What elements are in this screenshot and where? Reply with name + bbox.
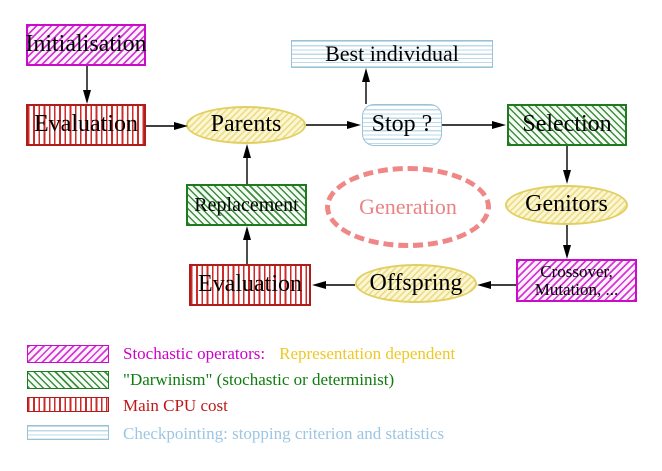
- node-stop: Stop ?: [362, 104, 442, 146]
- arrow-initialisation-to-evaluation: [83, 66, 91, 104]
- legend-text-stochastic: Stochastic operators:: [123, 344, 266, 363]
- node-replacement: Replacement: [186, 184, 307, 226]
- legend-swatch-darwinism: [27, 371, 109, 389]
- node-selection: Selection: [507, 104, 627, 146]
- arrow-genitors-to-crossover: [563, 225, 571, 259]
- arrow-stop-to-best-individual: [362, 68, 370, 104]
- legend-swatch-main-cpu-cost: [27, 397, 109, 412]
- arrow-evaluation-to-parents: [146, 122, 188, 130]
- node-initialisation: Initialisation: [25, 24, 147, 66]
- legend-text-representation: Representation dependent: [279, 344, 456, 363]
- legend-swatch-stochastic-operators: [27, 345, 109, 363]
- legend-label-darwinism: "Darwinism" (stochastic or determinist): [123, 370, 395, 389]
- node-parents-label: Parents: [210, 111, 282, 138]
- legend-label-checkpointing: Checkpointing: stopping criterion and st…: [123, 424, 445, 443]
- node-best-individual-label: Best individual: [325, 41, 459, 67]
- node-initialisation-label: Initialisation: [25, 31, 147, 58]
- node-offspring-label: Offspring: [369, 269, 463, 296]
- node-evaluation-top-label: Evaluation: [34, 111, 138, 138]
- node-crossover-line1: Crossover,: [540, 261, 613, 281]
- node-crossover-mutation: Crossover, Mutation, ...: [516, 259, 637, 302]
- generation-loop-ellipse: Generation: [325, 166, 491, 248]
- arrow-selection-to-genitors: [563, 146, 571, 184]
- node-parents: Parents: [186, 106, 306, 144]
- arrow-stop-to-selection: [442, 121, 506, 129]
- node-replacement-label: Replacement: [194, 193, 299, 216]
- node-evaluation-bottom-label: Evaluation: [198, 271, 302, 298]
- node-crossover-line2: Mutation, ...: [534, 279, 619, 299]
- node-selection-label: Selection: [522, 111, 612, 138]
- legend-swatch-checkpointing: [27, 425, 109, 440]
- node-evaluation-bottom: Evaluation: [189, 264, 311, 306]
- arrow-replacement-to-parents: [243, 144, 251, 184]
- generation-label: Generation: [359, 194, 457, 219]
- arrow-offspring-to-evaluation: [312, 281, 355, 289]
- node-genitors: Genitors: [505, 185, 628, 225]
- node-genitors-label: Genitors: [525, 191, 608, 218]
- arrow-parents-to-stop: [306, 121, 361, 129]
- arrow-evaluation-to-replacement: [243, 226, 251, 264]
- node-offspring: Offspring: [355, 264, 477, 303]
- node-best-individual: Best individual: [291, 40, 493, 68]
- legend-label-stochastic-operators: Stochastic operators: Representation depe…: [123, 344, 455, 364]
- node-evaluation-top: Evaluation: [26, 104, 146, 146]
- legend-label-main-cpu-cost: Main CPU cost: [123, 396, 228, 415]
- node-stop-label: Stop ?: [371, 111, 433, 138]
- arrow-crossover-to-offspring: [477, 281, 516, 289]
